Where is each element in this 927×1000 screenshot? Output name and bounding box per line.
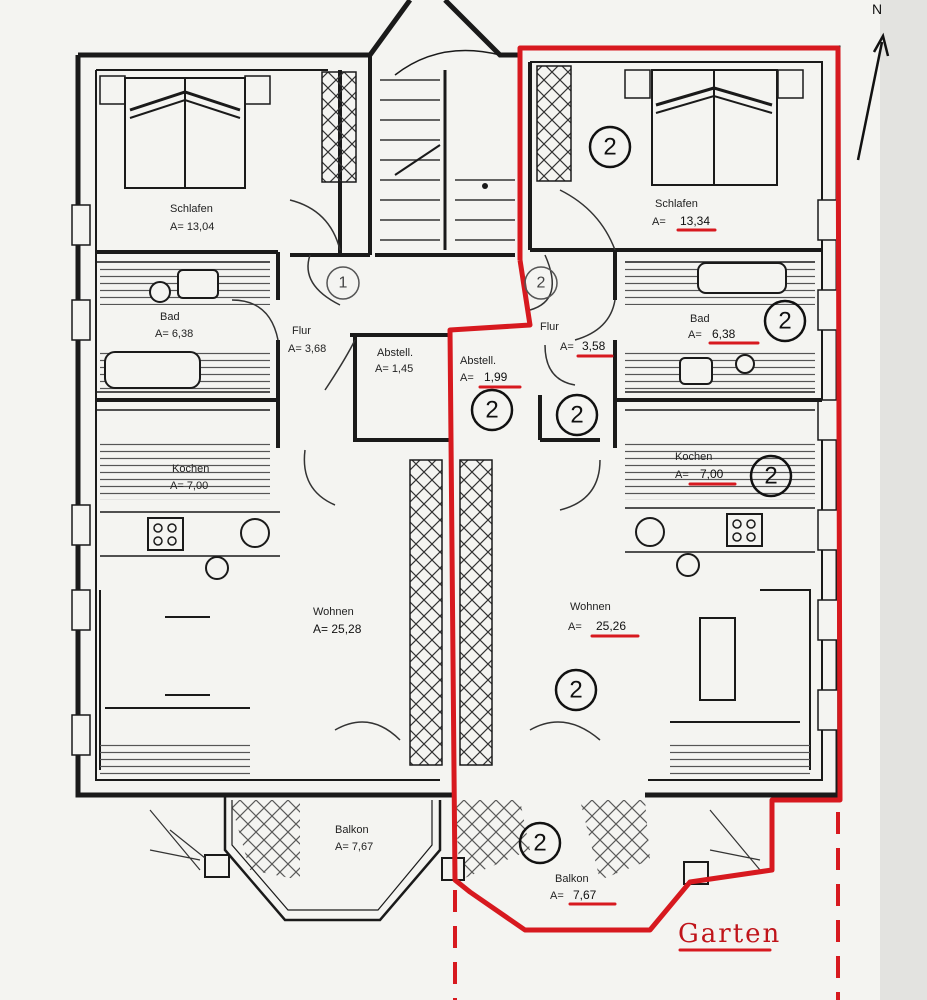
room-area-prefix-schlafen-right: A= bbox=[652, 216, 666, 228]
mark-digit-hall: 2 bbox=[570, 402, 583, 429]
room-name-balkon-left: Balkon bbox=[335, 824, 369, 836]
room-name-kochen-left: Kochen bbox=[172, 463, 209, 475]
windows-left bbox=[71, 75, 271, 756]
paper-shadow-right bbox=[880, 0, 927, 1000]
shelf-left-living bbox=[409, 459, 443, 766]
balcony-left bbox=[149, 795, 442, 922]
room-name-schlafen-left: Schlafen bbox=[170, 203, 213, 215]
kitchen-right bbox=[625, 440, 815, 577]
circled-marks bbox=[326, 125, 807, 865]
room-name-kochen-right: Kochen bbox=[675, 451, 712, 463]
bath-left bbox=[100, 265, 270, 390]
room-area-wohnen-right: 25,26 bbox=[596, 619, 626, 633]
wardrobe-left-bedroom bbox=[321, 71, 357, 183]
mark-digit-balcony: 2 bbox=[533, 830, 546, 857]
mark-digit-kitchen: 2 bbox=[764, 463, 777, 490]
room-area-bad-right: 6,38 bbox=[712, 327, 736, 341]
room-area-bad-left: A= 6,38 bbox=[155, 328, 193, 340]
apartment-outline-marker bbox=[447, 45, 843, 933]
labels-left: Schlafen A= 13,04 Bad A= 6,38 Flur A= 3,… bbox=[155, 203, 413, 853]
room-area-abstell-right: 1,99 bbox=[484, 370, 508, 384]
circle-mark-bedroom bbox=[588, 125, 632, 169]
room-name-wohnen-right: Wohnen bbox=[570, 601, 611, 613]
circle-mark-bath bbox=[763, 299, 807, 343]
room-area-schlafen-right: 13,34 bbox=[680, 214, 710, 228]
labels-right: Schlafen A= 13,34 Bad A= 6,38 Flur A= 3,… bbox=[460, 198, 736, 902]
room-name-balkon-right: Balkon bbox=[555, 873, 589, 885]
room-area-balkon-left: A= 7,67 bbox=[335, 841, 373, 853]
room-name-bad-right: Bad bbox=[690, 313, 710, 325]
bed-left bbox=[124, 77, 246, 189]
room-area-kochen-left: A= 7,00 bbox=[170, 480, 208, 492]
room-area-prefix-bad-right: A= bbox=[688, 329, 702, 341]
door-swings bbox=[231, 189, 616, 741]
wardrobe-right-bedroom bbox=[536, 65, 572, 182]
room-area-flur-left: A= 3,68 bbox=[288, 343, 326, 355]
circle-mark-stair-right bbox=[524, 266, 558, 300]
balcony-right bbox=[441, 800, 761, 885]
north-arrow: N bbox=[856, 1, 890, 161]
room-area-prefix-balkon-right: A= bbox=[550, 890, 564, 902]
bath-right bbox=[625, 262, 815, 390]
garden-label: Garten bbox=[678, 919, 781, 949]
marker-underlines bbox=[478, 228, 772, 952]
living-left-furniture bbox=[99, 590, 250, 775]
circle-mark-stair-left bbox=[326, 266, 360, 300]
circle-mark-storage bbox=[470, 388, 514, 432]
room-area-prefix-wohnen-right: A= bbox=[568, 621, 582, 633]
kitchen-left bbox=[100, 440, 280, 580]
room-name-abstell-right: Abstell. bbox=[460, 355, 496, 367]
room-area-balkon-right: 7,67 bbox=[573, 888, 597, 902]
interior-thin-left bbox=[96, 261, 270, 411]
living-right-furniture bbox=[670, 589, 811, 775]
circle-mark-living bbox=[554, 668, 598, 712]
mark-digit-living: 2 bbox=[569, 677, 582, 704]
garden-boundary-dashes bbox=[453, 812, 840, 1000]
room-area-abstell-left: A= 1,45 bbox=[375, 363, 413, 375]
mark-digit-bedroom: 2 bbox=[603, 134, 616, 161]
room-area-prefix-abstell-right: A= bbox=[460, 372, 474, 384]
room-name-abstell-left: Abstell. bbox=[377, 347, 413, 359]
room-name-flur-right: Flur bbox=[540, 321, 559, 333]
mark-digit-stair-right: 2 bbox=[537, 275, 546, 292]
mark-digit-bath: 2 bbox=[778, 308, 791, 335]
room-name-wohnen-left: Wohnen bbox=[313, 606, 354, 618]
shelf-right-living bbox=[459, 459, 493, 766]
mark-digit-stair-left: 1 bbox=[339, 275, 348, 292]
north-label: N bbox=[872, 1, 882, 17]
circled-mark-digits: 2 2 2 2 2 2 2 1 2 bbox=[339, 134, 792, 857]
bed-right bbox=[651, 69, 778, 186]
mark-digit-storage: 2 bbox=[485, 397, 498, 424]
room-area-wohnen-left: A= 25,28 bbox=[313, 622, 362, 636]
room-area-schlafen-left: A= 13,04 bbox=[170, 221, 214, 233]
interior-walls-left bbox=[96, 70, 450, 448]
circle-mark-kitchen bbox=[749, 454, 793, 498]
circle-mark-hall bbox=[555, 393, 599, 437]
room-name-schlafen-right: Schlafen bbox=[655, 198, 698, 210]
room-area-flur-right: 3,58 bbox=[582, 339, 606, 353]
room-area-prefix-kochen-right: A= bbox=[675, 469, 689, 481]
room-name-bad-left: Bad bbox=[160, 311, 180, 323]
room-name-flur-left: Flur bbox=[292, 325, 311, 337]
room-area-kochen-right: 7,00 bbox=[700, 467, 724, 481]
circle-mark-balcony bbox=[518, 821, 562, 865]
room-area-prefix-flur-right: A= bbox=[560, 341, 574, 353]
interior-walls-right bbox=[528, 62, 822, 448]
